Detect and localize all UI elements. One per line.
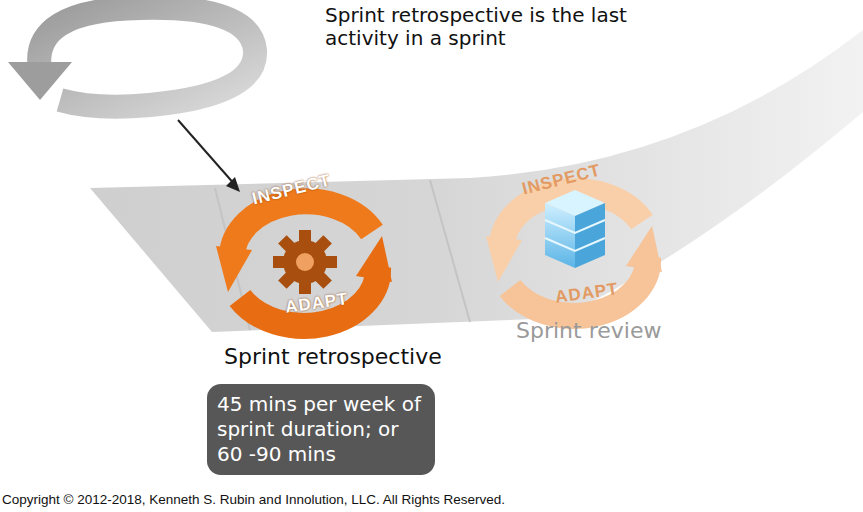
callout-note: Sprint retrospective is the last activit… [325, 4, 665, 50]
duration-box: 45 mins per week of sprint duration; or … [207, 384, 435, 475]
gear-icon [273, 230, 337, 294]
retrospective-ring [216, 201, 392, 326]
duration-text: 45 mins per week of sprint duration; or … [217, 392, 425, 467]
product-cube [545, 190, 605, 268]
sprint-loop [39, 8, 255, 107]
leader-line [178, 120, 236, 186]
copyright-note: Copyright © 2012-2018, Kenneth S. Rubin … [2, 492, 505, 508]
leader-arrowhead [226, 177, 240, 192]
loop-arrowhead [8, 62, 72, 100]
activity-name: Sprint review [516, 318, 661, 343]
activity-name: Sprint retrospective [224, 344, 442, 369]
timeline-band [90, 30, 863, 332]
